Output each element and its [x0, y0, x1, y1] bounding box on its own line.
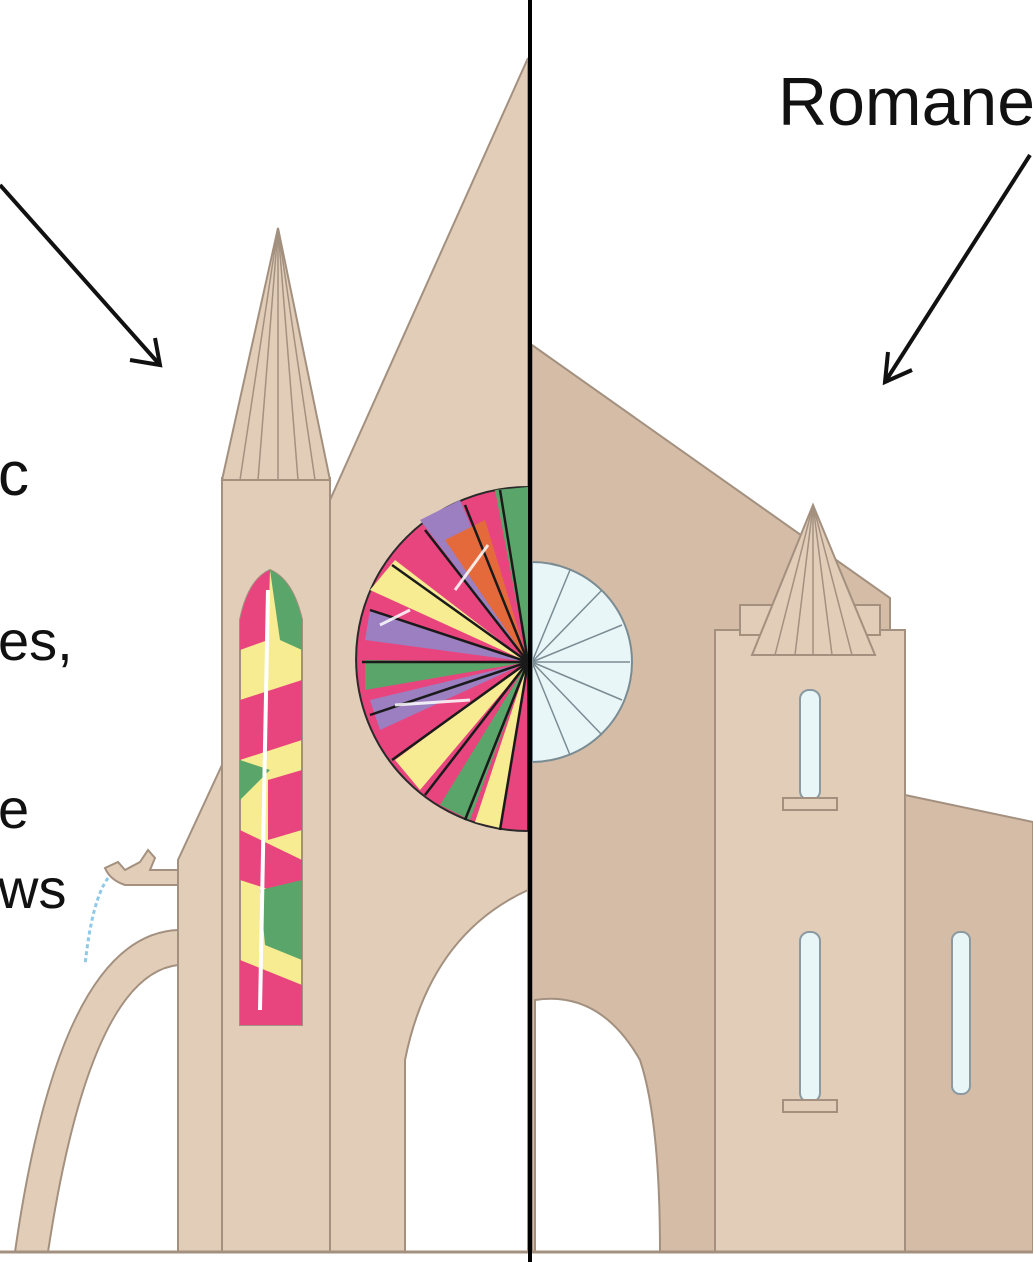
gothic-buttress-pier [178, 765, 222, 1252]
gothic-tower-spire [222, 228, 330, 480]
gothic-lancet-window [240, 570, 302, 1025]
romanesque-side [532, 345, 1033, 1252]
gothic-feature-text-2: es, [0, 609, 73, 672]
romanesque-aisle-window [952, 932, 970, 1094]
gothic-feature-text-3: e [0, 777, 29, 840]
gothic-flying-buttress [15, 930, 178, 1252]
gothic-label-fragment: c [0, 440, 29, 509]
romanesque-label: Romane [778, 64, 1033, 140]
gargoyle-water-spout [85, 878, 108, 965]
gothic-side [15, 58, 528, 1252]
gargoyle [105, 850, 178, 885]
gothic-pointer-arrow [0, 185, 160, 365]
romanesque-pointer-arrow [885, 155, 1030, 382]
gothic-feature-text-4: ws [0, 857, 66, 920]
